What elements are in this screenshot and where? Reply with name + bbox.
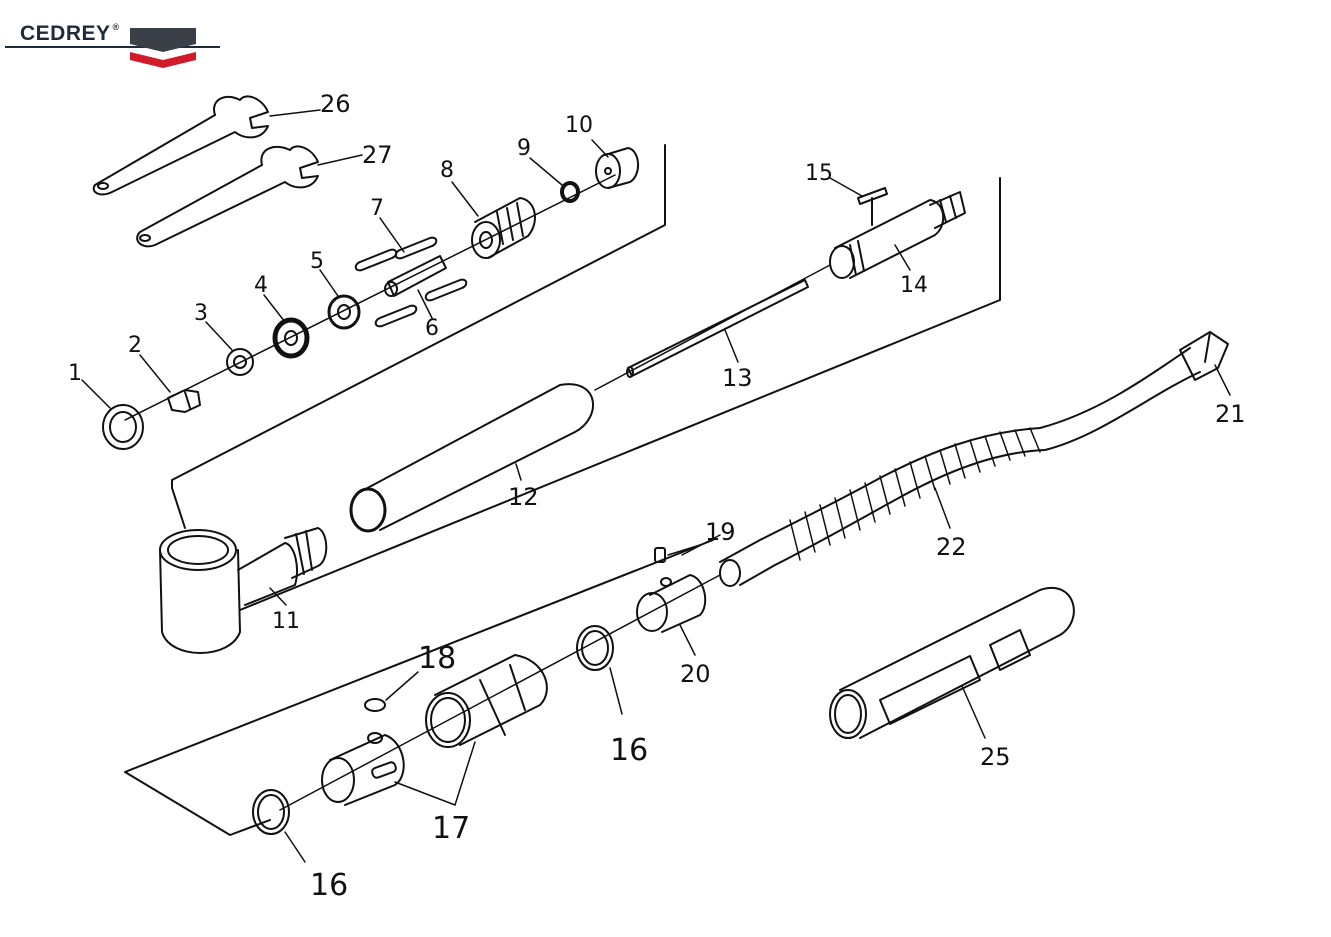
- part-5-bearing: [327, 294, 361, 330]
- leader-lines: [81, 109, 1231, 863]
- part-12-tube: [349, 383, 594, 533]
- label-9: 9: [517, 136, 531, 161]
- label-2: 2: [128, 333, 142, 358]
- brand-registered-mark: ®: [112, 22, 120, 32]
- wrench-27: [136, 145, 319, 248]
- part-20-coupling: [636, 574, 707, 633]
- label-16a: 16: [610, 733, 648, 768]
- part-3-washer: [226, 348, 254, 376]
- part-16-ring-lower: [252, 789, 290, 835]
- axis-lower: [279, 574, 721, 811]
- label-26: 26: [320, 90, 351, 118]
- part-25-sleeve: [829, 587, 1075, 739]
- part-6-rotor: [384, 255, 447, 297]
- part-17-housing: [321, 654, 548, 806]
- label-22: 22: [936, 533, 967, 561]
- label-15: 15: [805, 161, 833, 186]
- label-19: 19: [705, 518, 736, 546]
- brand-name: CEDREY®: [20, 22, 120, 46]
- part-4-bearing: [272, 317, 310, 359]
- part-14-spindle: [829, 191, 966, 279]
- upper-group-frame: [171, 144, 666, 529]
- brand-logo: CEDREY®: [0, 0, 230, 70]
- label-4: 4: [254, 273, 268, 298]
- label-3: 3: [194, 301, 208, 326]
- label-10: 10: [565, 113, 593, 138]
- part-18-clip: [364, 698, 386, 712]
- label-12: 12: [508, 483, 539, 511]
- part-2-fitting: [167, 389, 201, 413]
- label-8: 8: [440, 158, 454, 183]
- axis-upper: [124, 174, 616, 421]
- label-20: 20: [680, 660, 711, 688]
- label-13: 13: [722, 364, 753, 392]
- label-25: 25: [980, 743, 1011, 771]
- part-13-rod: [626, 279, 809, 378]
- wrench-26: [92, 95, 269, 196]
- brand-name-text: CEDREY: [20, 22, 111, 45]
- part-16-ring-upper: [576, 625, 614, 671]
- part-7-vanes: [354, 236, 468, 328]
- label-6: 6: [425, 316, 439, 341]
- part-19-setscrew: [654, 544, 701, 563]
- label-1: 1: [68, 361, 82, 386]
- axis-middle: [594, 264, 831, 391]
- label-5: 5: [310, 249, 324, 274]
- label-16b: 16: [310, 868, 348, 903]
- part-15-pin: [857, 187, 888, 226]
- label-18: 18: [418, 641, 456, 676]
- label-17: 17: [432, 811, 470, 846]
- label-7: 7: [370, 196, 384, 221]
- part-1-ring: [102, 404, 144, 450]
- label-14: 14: [900, 273, 928, 298]
- part-22-hose: [719, 347, 1201, 587]
- label-21: 21: [1215, 400, 1246, 428]
- part-10-endcap: [595, 147, 639, 189]
- brand-logo-graphic: [5, 28, 220, 68]
- part-8-cylinder: [471, 197, 536, 259]
- part-11-elbow-housing: [159, 527, 328, 654]
- middle-group-frame: [239, 177, 1001, 611]
- part-9-bearing: [560, 181, 580, 203]
- label-11: 11: [272, 609, 300, 634]
- part-21-fitting: [1179, 331, 1229, 381]
- lower-group-frame: [124, 539, 714, 836]
- label-27: 27: [362, 141, 393, 169]
